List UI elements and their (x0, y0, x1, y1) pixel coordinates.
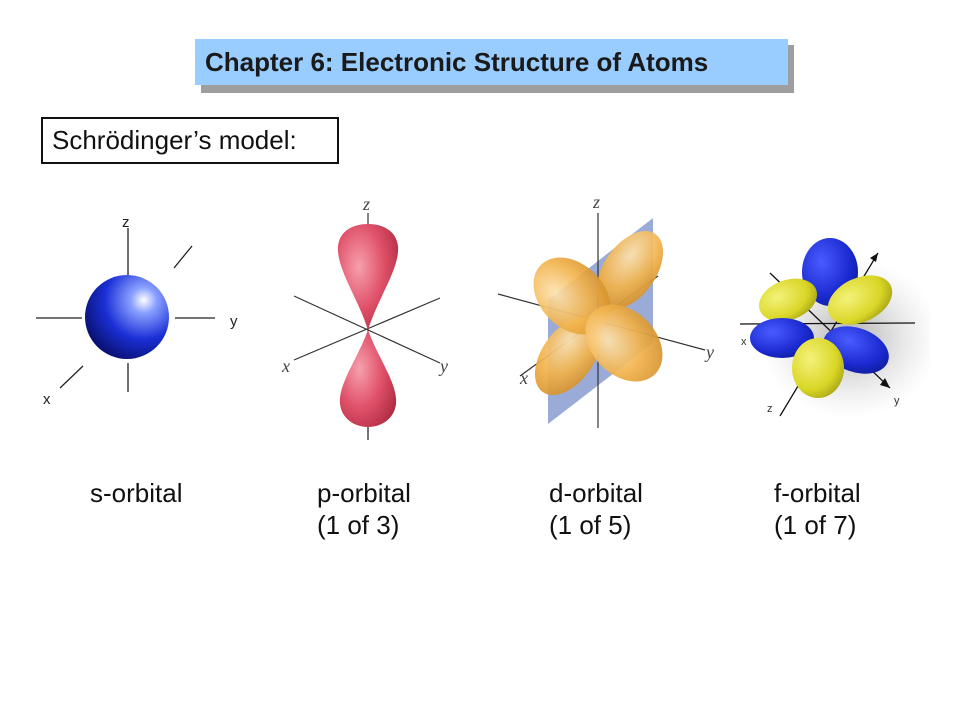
model-label: Schrödinger’s model: (41, 117, 339, 164)
s-axis-x: x (43, 391, 51, 408)
f-lobe-bottom-yellow (792, 338, 844, 398)
s-axis-y: y (230, 313, 238, 330)
f-axis-y: y (894, 395, 900, 407)
p-axis-x: x (281, 356, 290, 376)
p-lobe-bottom (339, 330, 397, 427)
f-lobe-left-blue (750, 318, 814, 358)
s-axis-z: z (122, 214, 130, 231)
f-orbital-diagram: x z y (739, 238, 930, 418)
p-orbital-name: p-orbital (317, 478, 411, 508)
s-orbital-label: s-orbital (90, 477, 182, 509)
f-axis-x: x (741, 336, 747, 348)
d-lobe-upper-right (596, 230, 664, 310)
f-orbital-label: f-orbital (1 of 7) (774, 477, 861, 541)
s-axes (36, 228, 215, 392)
d-lobe-lower-left (534, 316, 602, 396)
d-orbital-name: d-orbital (549, 478, 643, 508)
d-axis-x: x (519, 368, 528, 388)
p-axis-z: z (362, 194, 370, 214)
p-orbital-diagram: z x y (281, 194, 448, 440)
d-orbital-diagram: z y x (497, 192, 714, 428)
p-lobe-top (337, 224, 399, 330)
d-orbital-count: (1 of 5) (549, 510, 632, 540)
d-orbital-label: d-orbital (1 of 5) (549, 477, 643, 541)
f-lobe-right-yellow (827, 275, 893, 325)
s-orbital-sphere (85, 275, 169, 359)
d-axis-y: y (704, 342, 714, 362)
f-lobe-left-yellow (758, 278, 818, 322)
s-orbital-diagram: z y x (36, 214, 238, 408)
s-orbital-name: s-orbital (90, 478, 183, 508)
p-axis-y: y (438, 356, 448, 376)
f-orbital-name: f-orbital (774, 478, 861, 508)
p-orbital-label: p-orbital (1 of 3) (317, 477, 411, 541)
d-axis-z: z (592, 192, 600, 212)
f-orbital-count: (1 of 7) (774, 510, 857, 540)
page-title: Chapter 6: Electronic Structure of Atoms (195, 39, 788, 85)
d-lobe-lower-right (585, 304, 663, 382)
f-axis-z: z (767, 403, 773, 415)
p-orbital-count: (1 of 3) (317, 510, 400, 540)
